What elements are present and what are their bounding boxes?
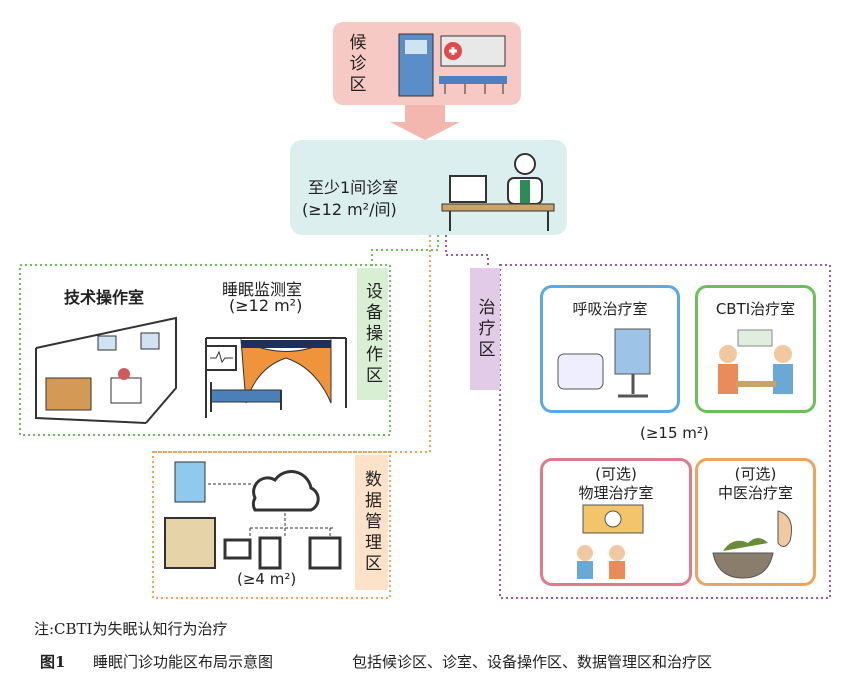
figure-title: 睡眠门诊功能区布局示意图	[93, 653, 274, 671]
waiting-area: 候诊区	[333, 22, 521, 105]
figure-description: 包括候诊区、诊室、设备操作区、数据管理区和治疗区	[352, 653, 713, 671]
room-name: CBTI治疗室	[715, 300, 796, 318]
treatment-label: 治疗区	[470, 268, 500, 390]
line-treatment	[445, 235, 489, 268]
cpap-machine-icon	[557, 328, 651, 398]
data-management-illustration	[164, 461, 342, 570]
data-border	[152, 451, 391, 599]
room-tcm: (可选) 中医治疗室	[695, 458, 816, 586]
doctor-desk-icon	[441, 153, 555, 231]
treatment-area-size: (≥15 m²)	[640, 424, 709, 442]
waiting-room-icon	[398, 33, 507, 97]
down-arrow	[390, 105, 460, 140]
consult-line1: 至少1间诊室	[308, 178, 399, 197]
line-equipment	[371, 235, 439, 266]
sleep-room-area: (≥12 m²)	[229, 296, 303, 315]
equipment-rooms-illustration	[35, 316, 347, 424]
connector-lines	[19, 105, 831, 599]
treatment-border	[499, 264, 831, 599]
equipment-border	[19, 264, 391, 436]
room-physical: (可选) 物理治疗室	[540, 458, 692, 586]
room-optional: (可选)	[595, 465, 637, 483]
consultation-room: 至少1间诊室 (≥12 m²/间)	[290, 140, 567, 235]
room-cbti: CBTI治疗室	[695, 285, 816, 413]
counseling-icon	[718, 329, 793, 394]
data-label: 数据管理区	[355, 455, 388, 590]
room-name: 呼吸治疗室	[572, 300, 648, 318]
room-name: 中医治疗室	[717, 484, 793, 502]
room-optional: (可选)	[734, 465, 777, 483]
line-data	[155, 235, 431, 453]
tech-room-label: 技术操作室	[64, 288, 145, 307]
sleep-room-label: 睡眠监测室	[222, 280, 303, 299]
room-respiratory: 呼吸治疗室	[540, 285, 680, 413]
note: 注:CBTI为失眠认知行为治疗	[34, 620, 228, 638]
physiotherapy-device-icon	[577, 504, 644, 579]
waiting-label: 候诊区	[345, 32, 366, 96]
consult-line2: (≥12 m²/间)	[302, 200, 397, 219]
equipment-area: 技术操作室 睡眠监测室 (≥12 m²)	[22, 268, 355, 432]
herbal-mortar-icon	[712, 510, 792, 579]
equipment-label: 设备操作区	[357, 268, 388, 400]
figure-number: 图1	[40, 653, 66, 671]
room-name: 物理治疗室	[578, 484, 654, 502]
data-area-size: (≥4 m²)	[237, 570, 297, 588]
